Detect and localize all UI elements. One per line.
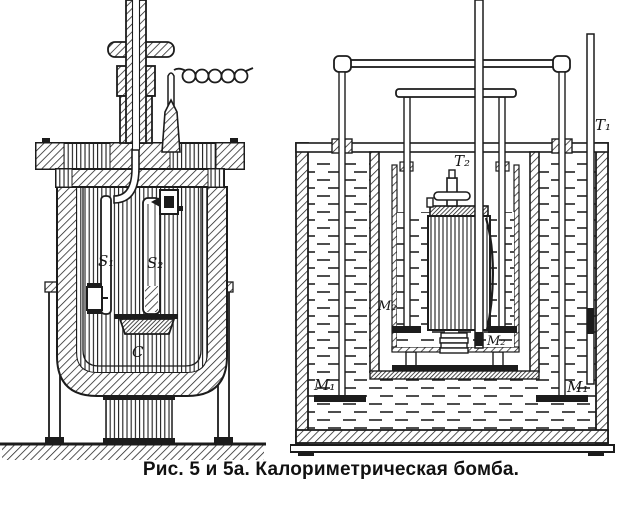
label-s2: S₂ [147, 254, 163, 272]
label-c: C [132, 343, 144, 361]
ground [0, 442, 266, 460]
label-t1: T₁ [595, 116, 611, 134]
label-s1: S₁ [98, 252, 114, 270]
outer-stirrer-right [536, 395, 588, 402]
label-m1-right: M₁ [566, 378, 588, 396]
figure-caption: Рис. 5 и 5а. Калориметрическая бомба. [142, 459, 520, 480]
inner-chamber [369, 151, 540, 380]
bridge-frame [314, 55, 588, 402]
bomb-valve-handle [433, 191, 471, 201]
ignition-coil [173, 67, 254, 84]
label-m1-left: M₁ [313, 376, 335, 394]
thermometer-t2 [474, 0, 484, 349]
vessel-rim [295, 142, 609, 153]
wall-bracket [86, 283, 108, 314]
support-plate [395, 88, 517, 98]
outer-vessel [290, 138, 615, 456]
outer-stirrer-left [314, 395, 366, 402]
valve-stem [107, 0, 175, 204]
electrode-tubes [100, 195, 161, 315]
ignition-lead [484, 217, 494, 331]
label-m2-left: M₂ [377, 299, 397, 314]
bomb-vessel [56, 186, 228, 397]
label-t2: T₂ [454, 152, 470, 170]
crucible [114, 314, 178, 335]
calorimeter-assembly-drawing: T₁ T₂ M₂ M₂ M₁ M₁ [290, 0, 615, 456]
gas-inlet-tube [113, 149, 140, 204]
label-m2-right: M₂ [486, 334, 506, 349]
insulated-electrode [151, 72, 183, 215]
bomb-cross-section-drawing: S₁ S₂ C [0, 0, 266, 460]
thermometer-t1 [586, 33, 595, 385]
